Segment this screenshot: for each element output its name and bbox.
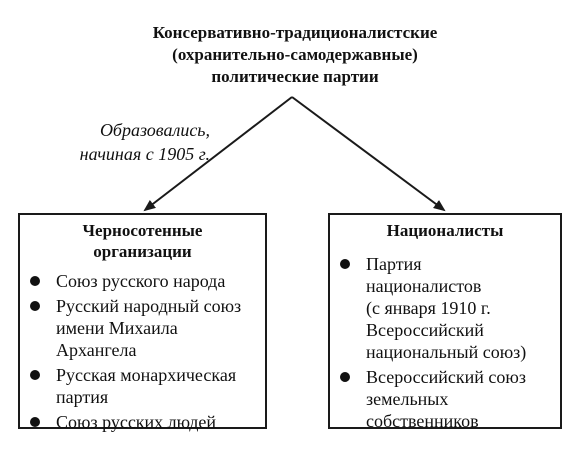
item-line: Русская монархическая bbox=[56, 365, 237, 385]
black-hundreds-box: Черносотенные организации Союз русского … bbox=[18, 213, 267, 432]
item-line: Архангела bbox=[56, 340, 137, 360]
black-hundreds-heading: Черносотенные организации bbox=[20, 220, 265, 262]
item-line: Всероссийский bbox=[366, 320, 484, 340]
heading-line: Черносотенные bbox=[82, 221, 203, 240]
list-item: Союз русских людей bbox=[20, 411, 265, 433]
item-line: Партия bbox=[366, 254, 422, 274]
item-line: земельных bbox=[366, 389, 449, 409]
item-line: Союз русского народа bbox=[56, 271, 226, 291]
item-line: Русский народный союз bbox=[56, 296, 242, 316]
bullet-icon bbox=[340, 259, 350, 269]
list-item: Русская монархическая партия bbox=[20, 364, 265, 408]
formation-note: Образовались, начиная с 1905 г. bbox=[40, 118, 210, 166]
bullet-icon bbox=[340, 372, 350, 382]
item-line: Всероссийский союз bbox=[366, 367, 526, 387]
item-line: собственников bbox=[366, 411, 479, 431]
formation-note-line-1: Образовались, bbox=[99, 120, 210, 140]
title-line-1: Консервативно-традиционалистские bbox=[152, 23, 438, 42]
nationalists-list: Партия националистов (с января 1910 г. В… bbox=[330, 253, 560, 432]
bullet-icon bbox=[30, 417, 40, 427]
item-line: национальный союз) bbox=[366, 342, 527, 362]
bullet-icon bbox=[30, 370, 40, 380]
title-line-2: (охранительно-самодержавные) bbox=[172, 45, 418, 64]
list-item: Партия националистов (с января 1910 г. В… bbox=[330, 253, 560, 363]
title-line-3: политические партии bbox=[211, 67, 379, 86]
list-item: Всероссийский союз земельных собственник… bbox=[330, 366, 560, 432]
list-item: Русский народный союз имени Михаила Арха… bbox=[20, 295, 265, 361]
arrow-left bbox=[143, 96, 293, 212]
arrow-right bbox=[291, 96, 446, 212]
item-line: националистов bbox=[366, 276, 482, 296]
heading-line: организации bbox=[93, 242, 192, 261]
bullet-icon bbox=[30, 301, 40, 311]
nationalists-box: Националисты Партия националистов (с янв… bbox=[328, 213, 562, 432]
item-line: (с января 1910 г. bbox=[366, 298, 491, 318]
black-hundreds-list: Союз русского народа Русский народный со… bbox=[20, 270, 265, 433]
heading-line: Националисты bbox=[386, 221, 504, 240]
list-item: Союз русского народа bbox=[20, 270, 265, 292]
formation-note-line-2: начиная с 1905 г. bbox=[79, 144, 210, 164]
bullet-icon bbox=[30, 276, 40, 286]
nationalists-heading: Националисты bbox=[330, 220, 560, 241]
diagram-title: Консервативно-традиционалистские (охрани… bbox=[80, 22, 510, 88]
item-line: партия bbox=[56, 387, 109, 407]
item-line: Союз русских людей bbox=[56, 412, 216, 432]
item-line: имени Михаила bbox=[56, 318, 178, 338]
